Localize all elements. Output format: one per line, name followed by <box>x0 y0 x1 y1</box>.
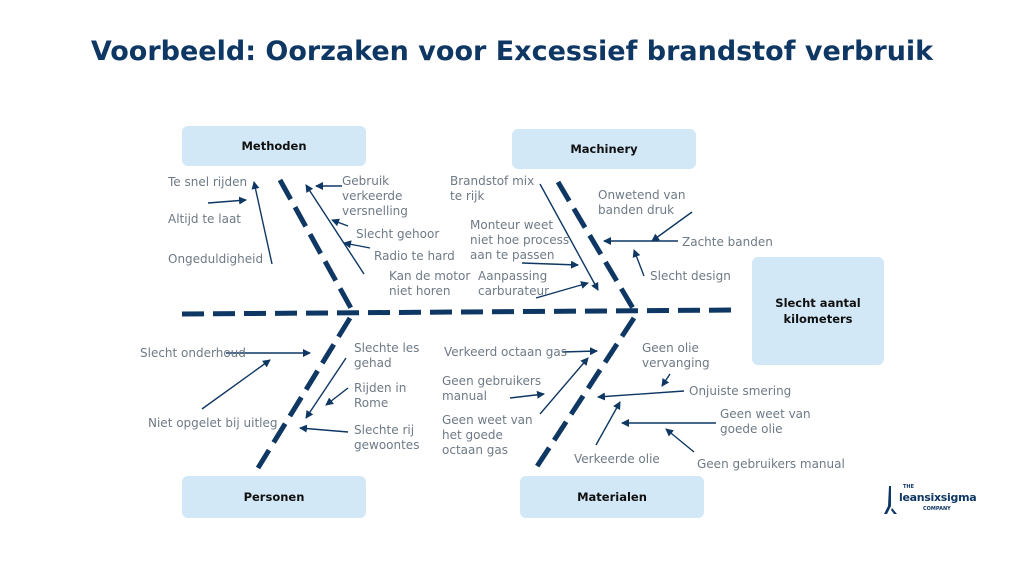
cause-label: Rijden in Rome <box>354 381 407 410</box>
cause-label: Brandstof mix te rijk <box>450 174 535 203</box>
cause-label: Onwetend van banden druk <box>598 188 686 217</box>
logo-icon <box>884 486 897 514</box>
cause-label: Geen gebruikers manual <box>697 457 845 471</box>
cause-label: Slecht design <box>650 269 731 283</box>
cause-label: Gebruik verkeerde versnelling <box>342 174 408 218</box>
category-box-machinery: Machinery <box>512 129 696 169</box>
bone-machinery <box>555 180 637 312</box>
logo-text-top: THE <box>903 484 915 490</box>
cause-label: Verkeerde olie <box>574 452 660 466</box>
company-logo: THE leansixsigma COMPANY <box>883 484 993 520</box>
cause-label: Geen weet van goede olie <box>720 407 811 436</box>
cause-label: Geen weet van het goede octaan gas <box>442 413 533 457</box>
category-box-methoden: Methoden <box>182 126 366 166</box>
logo-text-main: leansixsigma <box>899 491 977 504</box>
cause-label: Slecht onderhoud <box>140 346 246 360</box>
cause-label: Zachte banden <box>682 235 773 249</box>
cause-label: Niet opgelet bij uitleg <box>148 416 278 430</box>
cause-label: Radio te hard <box>374 249 455 263</box>
effect-box: Slecht aantal kilometers <box>752 257 884 365</box>
cause-label: Te snel rijden <box>168 175 248 189</box>
cause-label: Slechte les gehad <box>354 341 420 370</box>
cause-label: Onjuiste smering <box>689 384 792 398</box>
category-box-personen: Personen <box>182 476 366 518</box>
cause-label: Kan de motor niet horen <box>389 269 471 298</box>
bone-personen <box>255 316 353 470</box>
cause-label: Geen gebruikers manual <box>442 374 542 403</box>
bone-materialen <box>533 316 637 470</box>
cause-label: Aanpassing carburateur <box>478 269 550 298</box>
logo-text-sub: COMPANY <box>923 506 951 512</box>
page-title: Voorbeeld: Oorzaken voor Excessief brand… <box>90 36 934 67</box>
cause-label: Verkeerd octaan gas <box>444 345 568 359</box>
bone-methoden <box>277 178 355 312</box>
cause-label: Altijd te laat <box>168 212 241 226</box>
cause-label: Slechte rij gewoontes <box>354 423 420 452</box>
cause-label: Slecht gehoor <box>356 227 440 241</box>
cause-label: Monteur weet niet hoe process aan te pas… <box>470 218 570 262</box>
cause-label: Ongeduldigheid <box>168 252 264 266</box>
spine <box>181 307 739 317</box>
cause-label: Geen olie vervanging <box>642 341 710 370</box>
category-box-materialen: Materialen <box>520 476 704 518</box>
